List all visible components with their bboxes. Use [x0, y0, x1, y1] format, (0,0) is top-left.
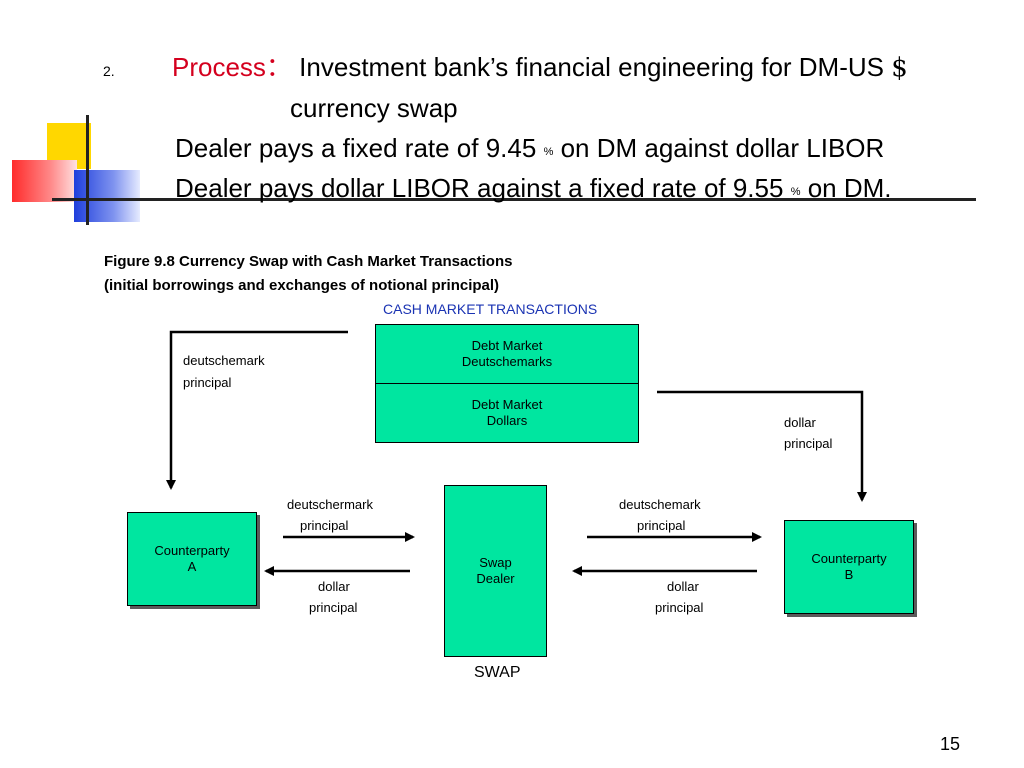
heading-line-2: currency swap: [290, 93, 458, 123]
debt-usd-line2: Dollars: [486, 413, 528, 428]
counterparty-a-line1: Counterparty: [154, 543, 230, 558]
a-to-dealer-label-1: deutschermark: [287, 497, 373, 512]
counterparty-a-box: Counterparty A: [127, 512, 257, 606]
bullet-2-percent: %: [790, 186, 801, 198]
right-flow-label-2: principal: [784, 436, 833, 451]
figure-subtitle: (initial borrowings and exchanges of not…: [104, 277, 500, 294]
swap-label: SWAP: [474, 664, 521, 681]
b-to-dealer-label-1: dollar: [667, 579, 699, 594]
swap-dealer-box: Swap Dealer: [444, 485, 547, 657]
dealer-to-a-label-2: principal: [309, 600, 358, 615]
bullet-2-end: on DM.: [807, 173, 892, 203]
bullet-1-percent: %: [543, 146, 554, 158]
header-divider-line: [52, 198, 976, 201]
counterparty-a-line2: A: [187, 559, 197, 574]
heading-main: Investment bank: [299, 52, 490, 82]
dealer-to-a-label-1: dollar: [318, 579, 350, 594]
process-colon: ：: [265, 52, 292, 82]
debt-market-usd-box: Debt Market Dollars: [375, 383, 639, 443]
bullet-1-start: Dealer pays a fixed rate of 9.45: [175, 133, 537, 163]
counterparty-b-box: Counterparty B: [784, 520, 914, 614]
counterparty-b-line1: Counterparty: [811, 551, 887, 566]
bullet-1-end: on DM against dollar LIBOR: [560, 133, 885, 163]
bullet-2-start: Dealer pays dollar LIBOR against a fixed…: [175, 173, 784, 203]
left-flow-label-2: principal: [183, 375, 232, 390]
usd-debt-to-counterparty-b-arrow: [657, 390, 867, 502]
right-flow-label-1: dollar: [784, 415, 816, 430]
swap-dealer-line1: Swap: [479, 555, 512, 570]
dm-debt-to-counterparty-a-arrow: [166, 330, 348, 490]
debt-market-dm-box: Debt Market Deutschemarks: [375, 324, 639, 384]
heading-dollar: $: [891, 53, 908, 83]
bullet-2: Dealer pays dollar LIBOR against a fixed…: [175, 172, 892, 208]
debt-dm-line2: Deutschemarks: [461, 354, 553, 369]
left-flow-label-1: deutschemark: [183, 353, 265, 368]
decor-red-square: [12, 160, 77, 202]
swap-dealer-line2: Dealer: [476, 571, 515, 586]
figure-title: Figure 9.8 Currency Swap with Cash Marke…: [104, 253, 513, 270]
counterparty-b-line2: B: [844, 567, 854, 582]
debt-dm-line1: Debt Market: [471, 338, 543, 353]
heading-apostrophe: ’: [489, 52, 496, 82]
process-label: Process: [172, 52, 266, 82]
dealer-to-b-label-2: principal: [637, 518, 686, 533]
decor-blue-square: [74, 170, 140, 222]
bullet-1: Dealer pays a fixed rate of 9.45 % on DM…: [175, 132, 884, 168]
heading-rest: s financial engineering for DM-US: [495, 52, 884, 82]
cash-market-label: CASH MARKET TRANSACTIONS: [383, 301, 598, 317]
page-number: 15: [940, 734, 961, 754]
dealer-to-b-label-1: deutschemark: [619, 497, 701, 512]
decor-vertical-line: [86, 115, 89, 225]
item-number: 2.: [103, 63, 115, 79]
heading-line-1: Process： Investment bank’s financial eng…: [172, 51, 908, 84]
b-to-dealer-label-2: principal: [655, 600, 704, 615]
debt-usd-line1: Debt Market: [471, 397, 543, 412]
a-to-dealer-label-2: principal: [300, 518, 349, 533]
